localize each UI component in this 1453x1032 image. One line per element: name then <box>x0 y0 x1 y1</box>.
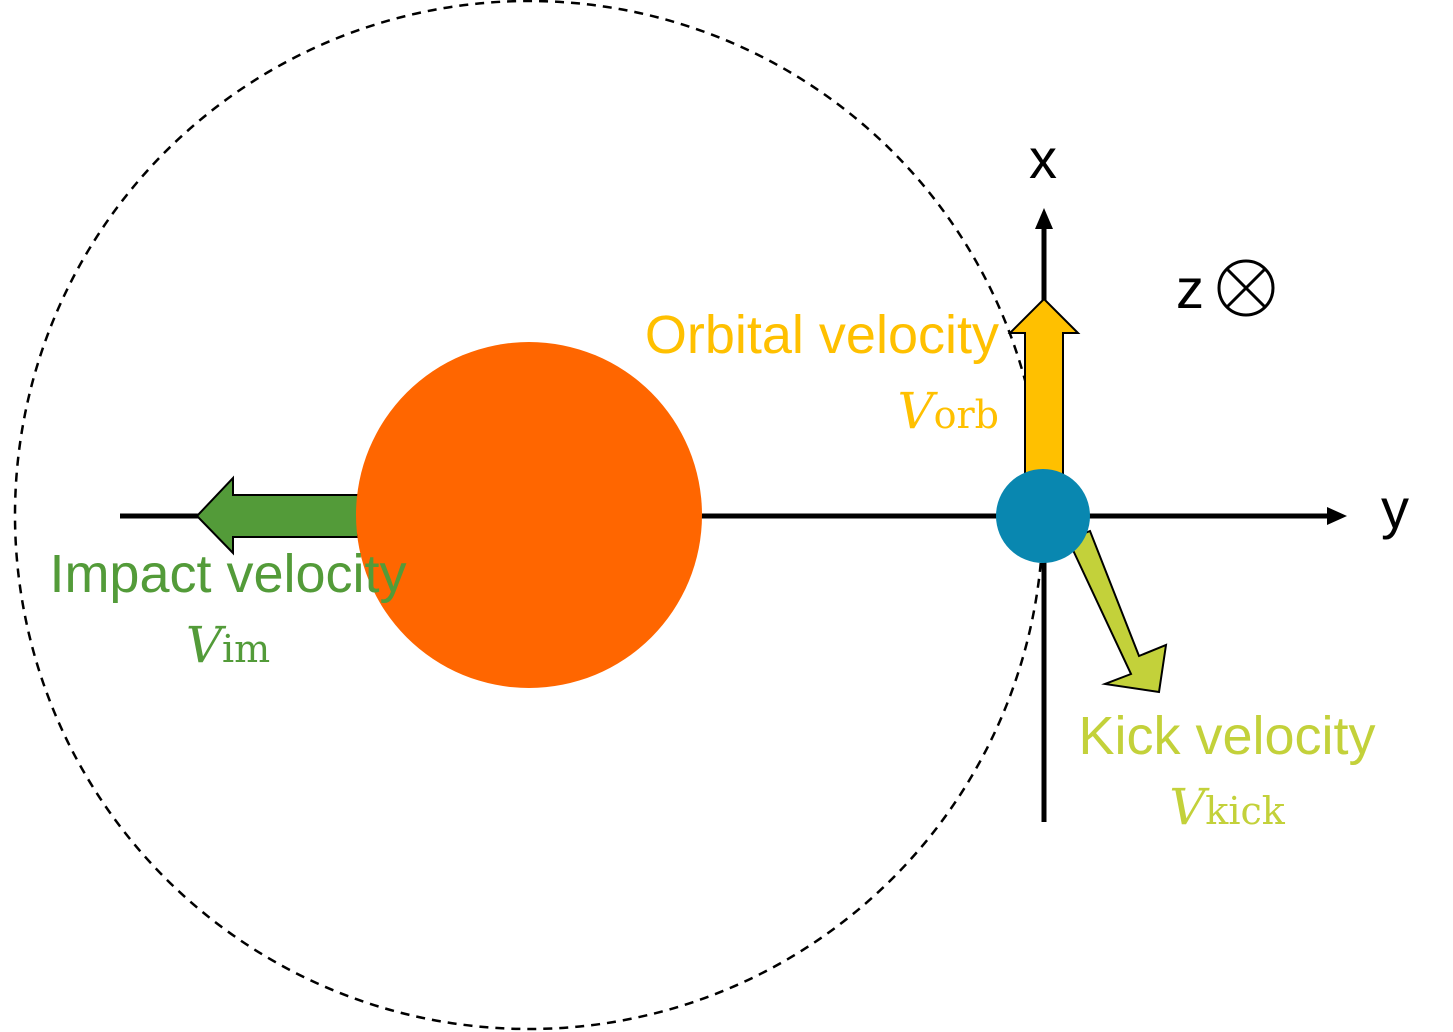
impact-velocity-symbol: Vim <box>186 616 270 674</box>
primary-body <box>356 342 702 688</box>
orbital-velocity-symbol: Vorb <box>898 382 999 440</box>
orbital-velocity-arrow <box>1007 297 1081 501</box>
kick-velocity-symbol: Vkick <box>1169 778 1286 836</box>
impact-velocity-arrow <box>195 475 359 556</box>
kick-velocity-arrow <box>1045 529 1168 694</box>
kick-velocity-label: Kick velocity <box>1078 706 1375 766</box>
y-axis-label: y <box>1381 477 1409 540</box>
impact-velocity-label: Impact velocity <box>49 544 406 604</box>
x-axis-arrowhead <box>1035 208 1053 229</box>
x-axis-label: x <box>1029 127 1057 190</box>
z-axis-label: z <box>1176 257 1204 320</box>
secondary-body <box>996 469 1090 563</box>
circled-times-icon <box>1217 259 1275 317</box>
orbital-velocity-label: Orbital velocity <box>645 305 999 365</box>
y-axis-arrowhead <box>1327 507 1347 525</box>
